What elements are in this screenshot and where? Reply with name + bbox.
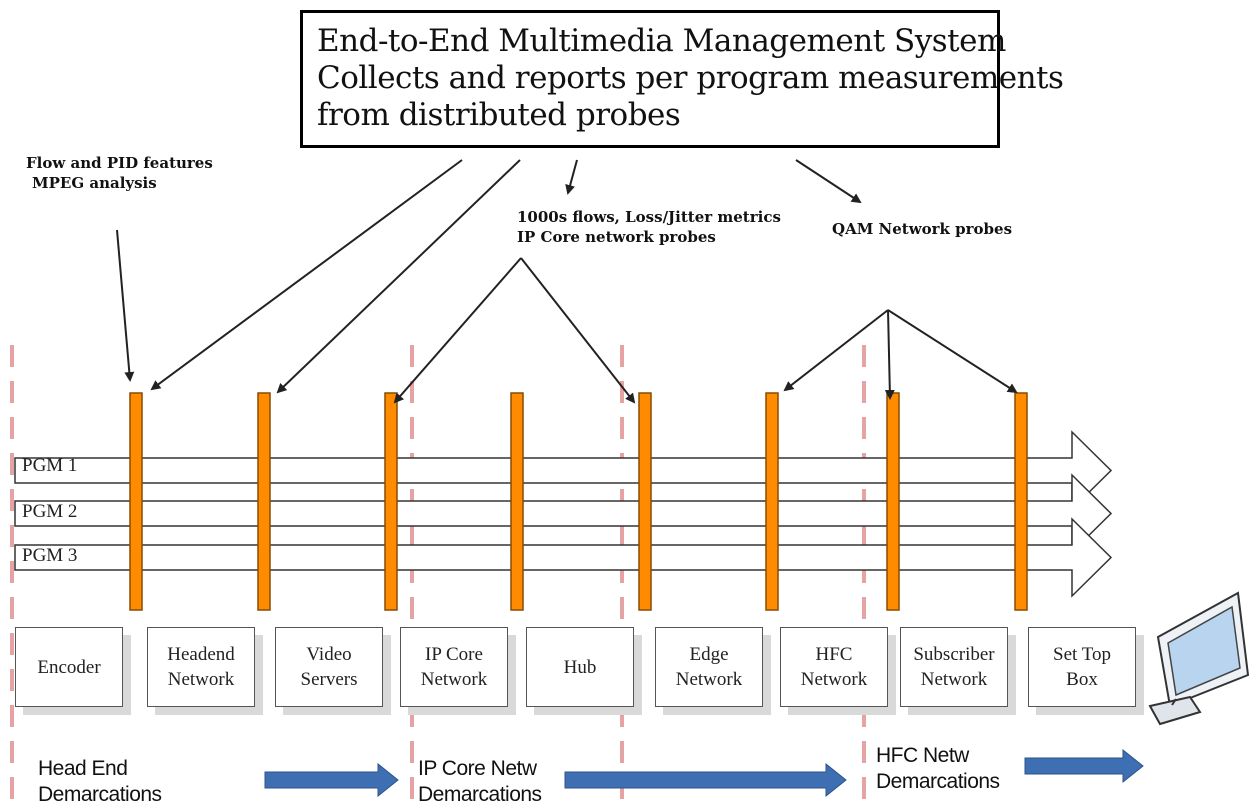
demarcation-arrow-2 (564, 762, 847, 798)
network-node-box: HFC Network (780, 627, 888, 707)
title-line-1: End-to-End Multimedia Management System (317, 23, 1006, 59)
network-node-label: IP Core Network (420, 644, 488, 690)
pgm-label-1: PGM 1 (22, 455, 78, 476)
probe-bar-4 (510, 392, 524, 611)
probe-bar-2 (257, 392, 271, 611)
callout-arrow-10 (887, 309, 1018, 394)
note-qam: QAM Network probes (832, 220, 1013, 238)
network-node-label: Encoder (37, 656, 101, 678)
pgm-arrow-3 (14, 517, 1113, 598)
pgm-label-3: PGM 3 (22, 545, 78, 566)
callout-arrow-3 (565, 159, 578, 195)
set-top-box-monitor-icon (1148, 591, 1250, 726)
network-node-box: IP Core Network (400, 627, 508, 707)
probe-bar-5 (638, 392, 652, 611)
network-node-box: Hub (526, 627, 634, 707)
callout-arrow-7 (520, 257, 636, 404)
network-node-box: Headend Network (147, 627, 255, 707)
callout-arrow-2 (276, 159, 521, 394)
network-node-label: Subscriber Network (913, 644, 995, 690)
network-node-label: Edge Network (675, 644, 743, 690)
probe-bar-1 (129, 392, 143, 611)
network-node-label: Headend Network (167, 644, 235, 690)
probe-bar-7 (886, 392, 900, 611)
note-flow-pid-line-2: MPEG analysis (32, 174, 157, 192)
pgm-arrow-1 (14, 430, 1113, 511)
demarcation-arrow-1 (264, 762, 399, 798)
callout-arrow-4 (795, 159, 862, 204)
note-ip-core-line-1: 1000s flows, Loss/Jitter metrics (517, 208, 781, 226)
demarc-label-ip-core: IP Core Netw Demarcations (418, 757, 542, 806)
callout-arrow-8 (783, 309, 889, 392)
pgm-label-2: PGM 2 (22, 501, 78, 522)
callout-arrow-6 (393, 257, 522, 404)
network-node-label: Set Top Box (1053, 644, 1111, 690)
note-ip-core: 1000s flows, Loss/Jitter metrics IP Core… (517, 207, 781, 247)
note-flow-pid-line-1: Flow and PID features (26, 154, 213, 172)
network-node-box: Edge Network (655, 627, 763, 707)
callout-arrow-9 (884, 309, 895, 400)
pgm-arrow-2 (14, 473, 1113, 554)
callout-arrow-1 (150, 159, 463, 391)
network-node-box: Subscriber Network (900, 627, 1008, 707)
network-node-label: Video Servers (300, 644, 358, 690)
title-line-2: Collects and reports per program measure… (317, 60, 1064, 96)
probe-bar-8 (1014, 392, 1028, 611)
demarc-label-head-end: Head End Demarcations (38, 757, 162, 806)
note-flow-pid: Flow and PID features MPEG analysis (26, 153, 213, 193)
network-node-label: Hub (563, 656, 597, 678)
network-node-box: Encoder (15, 627, 123, 707)
note-ip-core-line-2: IP Core network probes (517, 228, 716, 246)
callout-arrow-5 (116, 229, 135, 382)
network-node-label: HFC Network (800, 644, 868, 690)
probe-bar-3 (384, 392, 398, 611)
network-node-box: Set Top Box (1028, 627, 1136, 707)
title-line-3: from distributed probes (317, 97, 681, 133)
network-node-box: Video Servers (275, 627, 383, 707)
demarc-label-hfc: HFC Netw Demarcations (876, 744, 1000, 793)
title-box: End-to-End Multimedia Management System … (300, 10, 1064, 148)
probe-bar-6 (765, 392, 779, 611)
demarcation-arrow-3 (1024, 748, 1144, 784)
